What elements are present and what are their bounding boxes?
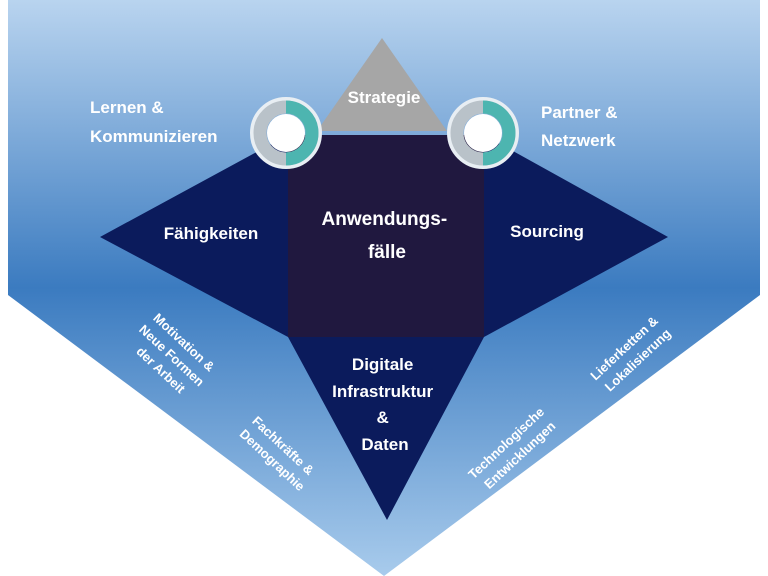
- strategie-triangle: [317, 38, 447, 131]
- anwendungs-line-1: Anwendungs-: [322, 209, 448, 230]
- partner-label: Partner & Netzwerk: [541, 103, 622, 150]
- lernen-line-2: Kommunizieren: [90, 127, 218, 146]
- strategie-label: Strategie: [348, 88, 421, 107]
- digitale-line-2: Infrastruktur: [332, 382, 433, 401]
- anwendungs-line-2: fälle: [368, 242, 406, 263]
- partner-line-1: Partner &: [541, 103, 618, 122]
- center-square: [288, 135, 484, 337]
- right-cycle-icon: [447, 97, 519, 169]
- anwendungsfaelle-label: Anwendungs- fälle: [322, 209, 453, 263]
- left-cycle-icon: [250, 97, 322, 169]
- digitale-line-4: Daten: [361, 435, 408, 454]
- lernen-label: Lernen & Kommunizieren: [90, 98, 218, 146]
- lernen-line-1: Lernen &: [90, 98, 164, 117]
- faehigkeiten-label: Fähigkeiten: [164, 224, 258, 243]
- digitale-line-3: &: [376, 408, 388, 427]
- digitale-label: Digitale Infrastruktur & Daten: [332, 355, 438, 454]
- partner-line-2: Netzwerk: [541, 131, 616, 150]
- sourcing-label: Sourcing: [510, 222, 584, 241]
- digitale-line-1: Digitale: [352, 355, 413, 374]
